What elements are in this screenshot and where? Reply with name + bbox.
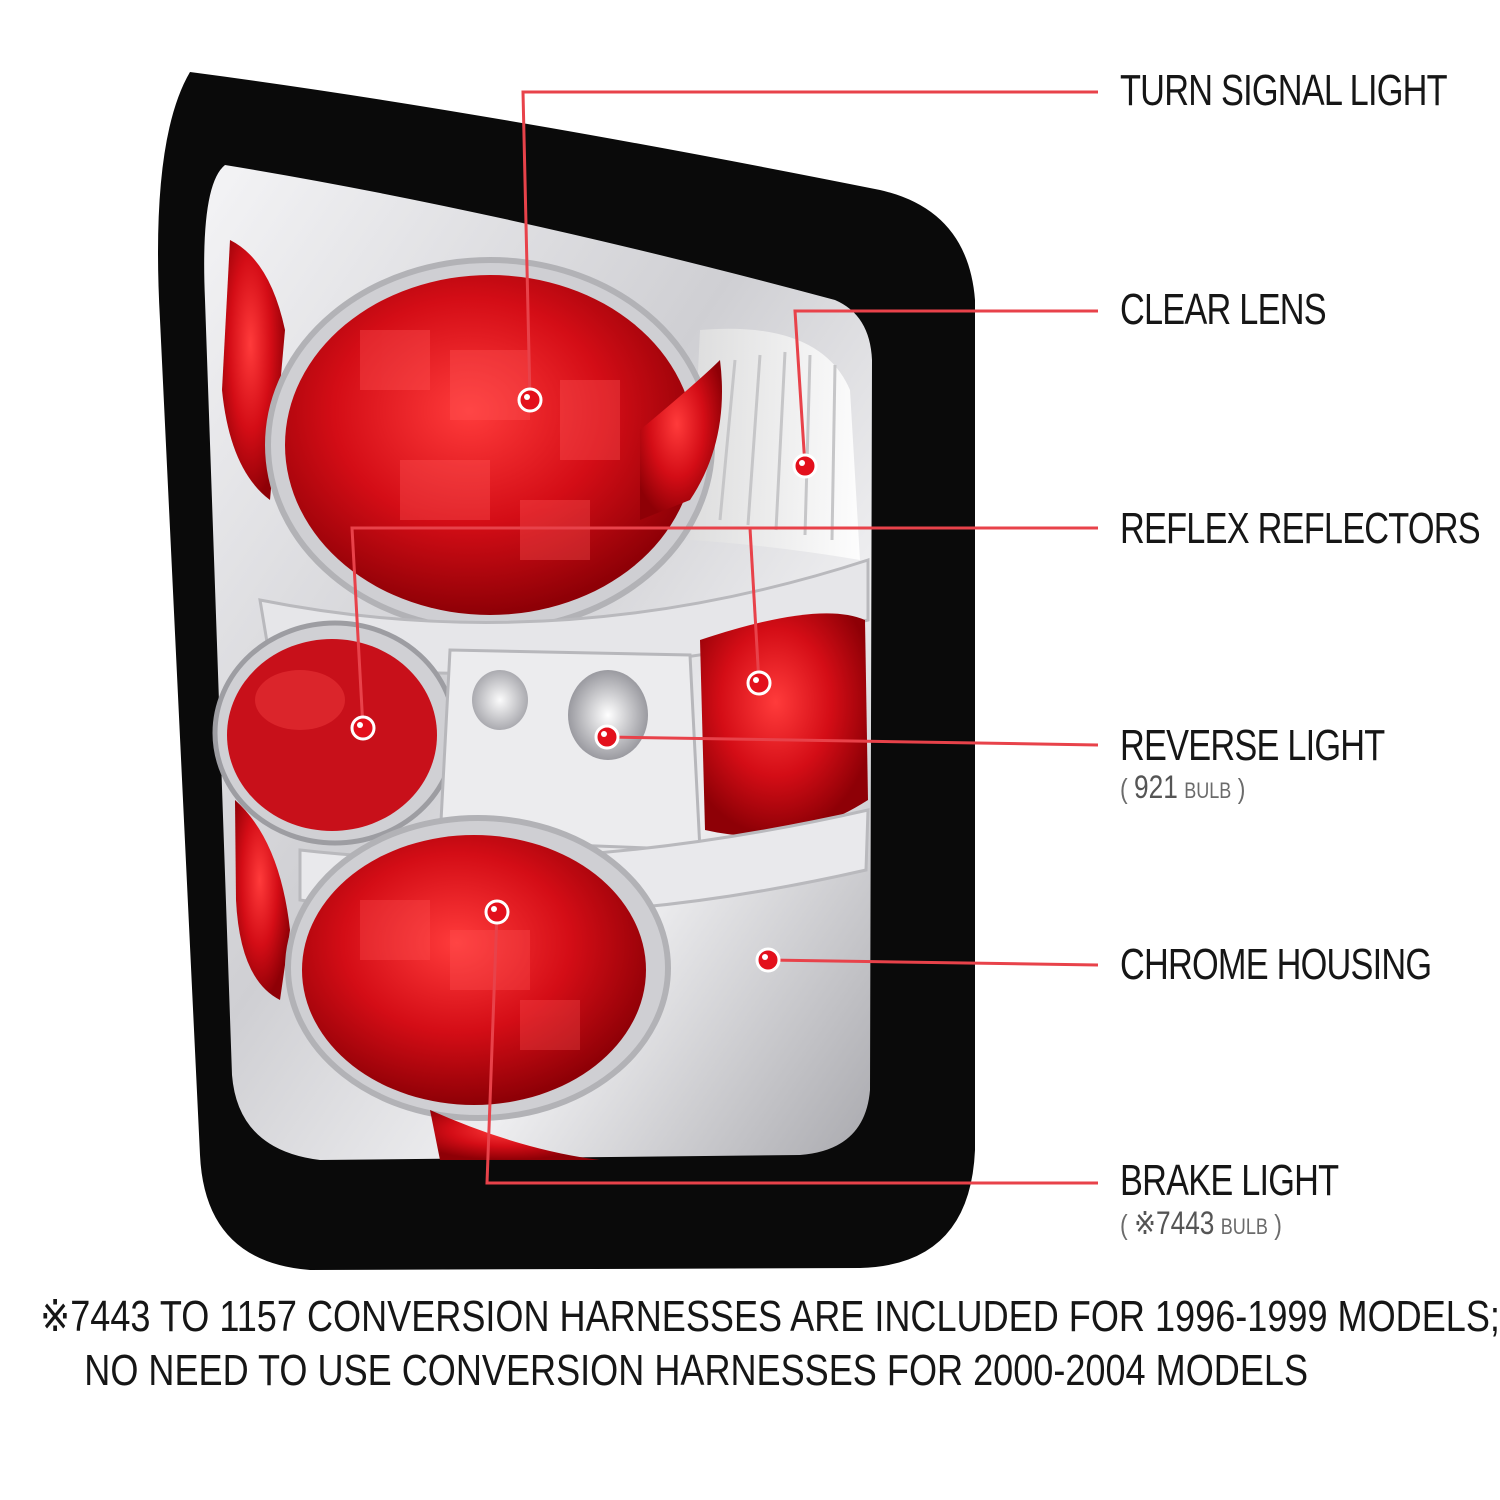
paren-open: ( — [1120, 773, 1128, 804]
bulb-number: 921 — [1134, 769, 1178, 805]
callout-subtitle: ( 921 BULB ) — [1120, 769, 1423, 806]
leader-reverse-light — [606, 735, 1099, 747]
brake-light-lens — [302, 835, 646, 1105]
callout-title: REFLEX REFLECTORS — [1120, 504, 1481, 553]
paren-close: ) — [1274, 1209, 1282, 1240]
callout-title: CLEAR LENS — [1120, 285, 1327, 334]
callout-chrome-housing: CHROME HOUSING — [1120, 940, 1490, 990]
brake-light-lens-facets — [360, 900, 580, 1050]
left-red-accent-bottom — [235, 800, 290, 1000]
marker-chrome-housing — [755, 947, 781, 973]
marker-reflex-right — [746, 670, 772, 696]
leader-chrome-housing — [767, 958, 1099, 967]
callout-clear-lens: CLEAR LENS — [1120, 285, 1490, 335]
leader-reflex-reflectors — [350, 526, 1098, 729]
marker-dots — [350, 387, 818, 973]
marker-clear-lens — [792, 453, 818, 479]
callout-title: REVERSE LIGHT — [1120, 721, 1385, 770]
bulb-unit: BULB — [1220, 1214, 1268, 1239]
bulb-unit: BULB — [1184, 778, 1232, 803]
marker-brake-light — [484, 899, 510, 925]
callout-title: TURN SIGNAL LIGHT — [1120, 66, 1448, 115]
leader-clear-lens — [793, 309, 1098, 467]
red-wedge-upper — [640, 360, 722, 520]
footnote-line-2: NO NEED TO USE CONVERSION HARNESSES FOR … — [84, 1346, 1309, 1395]
footnote: ※7443 TO 1157 CONVERSION HARNESSES ARE I… — [40, 1290, 1500, 1398]
paren-close: ) — [1237, 773, 1246, 804]
callout-title: BRAKE LIGHT — [1120, 1156, 1339, 1205]
reflex-reflector-sheen — [255, 670, 345, 730]
leader-brake-light — [485, 911, 1098, 1185]
marker-reflex-left — [350, 715, 376, 741]
right-red-reflector — [700, 613, 868, 836]
callout-subtitle: ( ※7443 BULB ) — [1120, 1204, 1423, 1242]
bottom-red-accent — [430, 1110, 600, 1160]
callout-reverse-light: REVERSE LIGHT ( 921 BULB ) — [1120, 721, 1490, 806]
leader-turn-signal — [521, 90, 1098, 401]
callout-brake-light: BRAKE LIGHT ( ※7443 BULB ) — [1120, 1156, 1490, 1242]
marker-turn-signal — [517, 387, 543, 413]
bulb-number: ※7443 — [1134, 1205, 1215, 1241]
footnote-line-1: ※7443 TO 1157 CONVERSION HARNESSES ARE I… — [40, 1292, 1500, 1341]
leader-reflex-reflectors-2 — [748, 527, 761, 684]
marker-reverse-light — [594, 724, 620, 750]
paren-open: ( — [1120, 1209, 1128, 1240]
callout-title: CHROME HOUSING — [1120, 940, 1432, 989]
turn-signal-lens-facets — [360, 330, 620, 560]
clear-lens-ribs — [718, 351, 837, 541]
reverse-bulb-left — [472, 670, 528, 730]
reflex-reflector-lens — [227, 639, 437, 831]
turn-signal-lens — [285, 275, 695, 615]
leader-lines — [350, 90, 1099, 1185]
callout-turn-signal: TURN SIGNAL LIGHT — [1120, 66, 1490, 116]
callout-reflex-reflectors: REFLEX REFLECTORS — [1120, 504, 1490, 554]
